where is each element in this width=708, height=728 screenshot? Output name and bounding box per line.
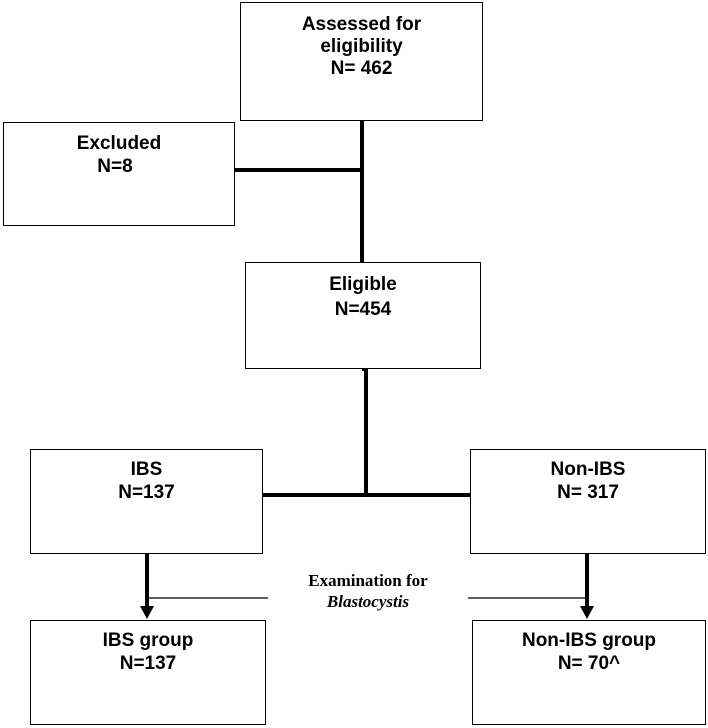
node-assessed: Assessed for eligibility N= 462	[240, 2, 483, 121]
node-non-ibs-n: N= 317	[557, 482, 619, 503]
node-ibs-group-label: IBS group	[102, 630, 194, 651]
examination-line2: Blastocystis	[326, 592, 410, 611]
node-ibs: IBS N=137	[30, 449, 263, 554]
node-eligible: Eligible N=454	[245, 262, 481, 369]
node-ibs-group-n: N=137	[119, 653, 177, 674]
examination-line1: Examination for	[308, 571, 428, 590]
node-ibs-group: IBS group N=137	[30, 620, 266, 725]
node-eligible-label: Eligible	[329, 274, 397, 295]
node-eligible-n: N=454	[334, 299, 392, 320]
node-assessed-n: N= 462	[330, 58, 393, 79]
node-excluded-label: Excluded	[76, 133, 162, 154]
node-non-ibs-group-label: Non-IBS group	[521, 630, 657, 651]
node-non-ibs-label: Non-IBS	[550, 459, 626, 480]
node-assessed-label: Assessed for eligibility	[301, 14, 422, 57]
node-non-ibs: Non-IBS N= 317	[470, 449, 706, 554]
examination-label: Examination for Blastocystis	[268, 570, 468, 612]
node-excluded-n: N=8	[97, 156, 133, 177]
arrow-ibs-group	[140, 606, 154, 619]
node-ibs-label: IBS	[130, 459, 163, 480]
node-ibs-n: N=137	[118, 482, 175, 503]
node-non-ibs-group: Non-IBS group N= 70^	[472, 620, 706, 725]
node-excluded: Excluded N=8	[3, 122, 235, 226]
arrow-non-ibs-group	[580, 606, 594, 619]
node-non-ibs-group-n: N= 70^	[557, 653, 621, 674]
